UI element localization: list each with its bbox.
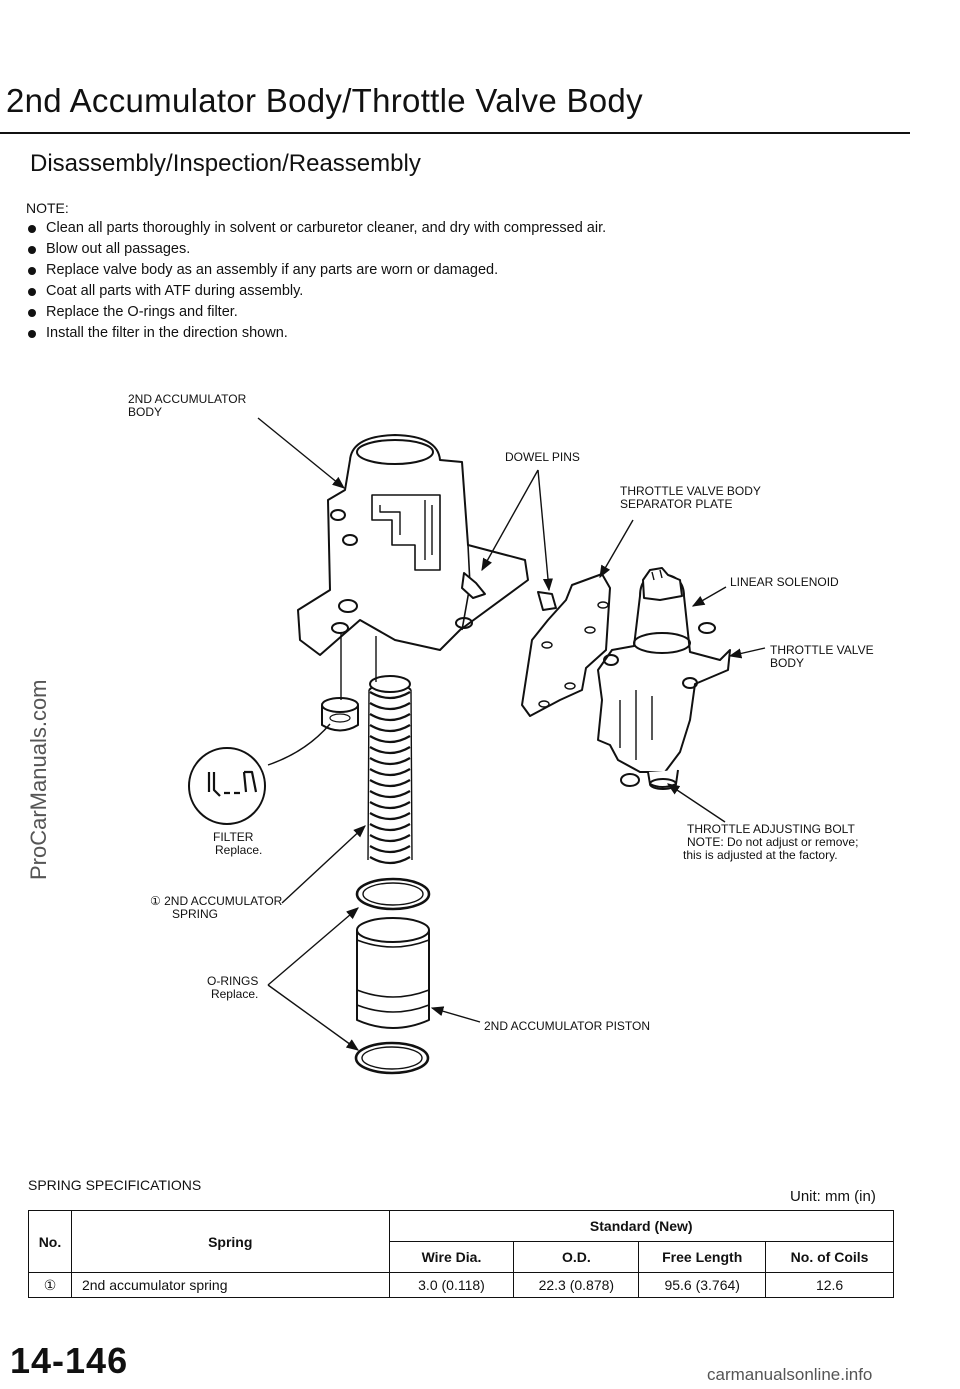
cell-wire-dia: 3.0 (0.118) — [388, 1272, 515, 1298]
footer-watermark: carmanualsonline.info — [707, 1365, 873, 1384]
note-heading: NOTE: — [26, 200, 69, 216]
cell-coils: 12.6 — [765, 1272, 894, 1298]
note-text: Coat all parts with ATF during assembly. — [46, 283, 304, 299]
label-orings: O-RINGS Replace. — [207, 974, 259, 1001]
note-item: Replace the O-rings and filter. — [26, 302, 606, 323]
filter-detail-circle — [188, 747, 266, 825]
col-header-coils: No. of Coils — [765, 1241, 894, 1273]
cell-free-length: 95.6 (3.764) — [638, 1272, 767, 1298]
specs-title: SPRING SPECIFICATIONS — [28, 1177, 202, 1193]
bullet-icon — [28, 246, 36, 254]
col-header-wire-dia: Wire Dia. — [388, 1241, 515, 1273]
label-throttle-valve-body: THROTTLE VALVE BODY — [770, 643, 874, 670]
col-header-standard: Standard (New) — [388, 1210, 895, 1242]
label-accumulator-body: 2ND ACCUMULATOR BODY — [128, 392, 247, 419]
title-rule — [0, 132, 910, 134]
accumulator-body-part — [297, 434, 529, 656]
cell-od: 22.3 (0.878) — [513, 1272, 640, 1298]
separator-plate-holes — [538, 601, 609, 708]
note-text: Replace valve body as an assembly if any… — [46, 262, 499, 278]
label-linear-solenoid: LINEAR SOLENOID — [730, 575, 839, 589]
note-text: Install the filter in the direction show… — [46, 325, 288, 341]
note-item: Clean all parts thoroughly in solvent or… — [26, 218, 606, 239]
col-header-free-length: Free Length — [638, 1241, 767, 1273]
col-header-no: No. — [28, 1210, 72, 1273]
dowel-pin-part — [461, 572, 557, 611]
label-separator-plate: THROTTLE VALVE BODY SEPARATOR PLATE — [620, 484, 761, 511]
filter-detail-shape — [207, 770, 258, 797]
throttle-valve-body-part — [597, 567, 731, 790]
label-accumulator-piston: 2ND ACCUMULATOR PISTON — [484, 1019, 651, 1033]
spring-spec-table: No. Spring Standard (New) Wire Dia. O.D.… — [28, 1210, 895, 1298]
separator-plate-part — [521, 573, 611, 717]
cell-no: ① — [28, 1272, 72, 1298]
note-item: Install the filter in the direction show… — [26, 323, 606, 344]
bullet-icon — [28, 309, 36, 317]
lower-oring-part — [354, 1041, 430, 1075]
note-item: Replace valve body as an assembly if any… — [26, 260, 606, 281]
bullet-icon — [28, 330, 36, 338]
label-dowel-pins: DOWEL PINS — [505, 450, 580, 464]
col-header-spring: Spring — [70, 1210, 390, 1273]
bullet-icon — [28, 225, 36, 233]
note-item: Blow out all passages. — [26, 239, 606, 260]
bullet-icon — [28, 267, 36, 275]
note-text: Clean all parts thoroughly in solvent or… — [46, 220, 607, 236]
col-header-od: O.D. — [513, 1241, 640, 1273]
note-list: Clean all parts thoroughly in solvent or… — [26, 218, 606, 344]
page-title: 2nd Accumulator Body/Throttle Valve Body — [6, 82, 643, 119]
table-row: ① 2nd accumulator spring 3.0 (0.118) 22.… — [28, 1272, 894, 1298]
label-accumulator-spring: ① 2ND ACCUMULATOR SPRING — [150, 894, 283, 921]
note-item: Coat all parts with ATF during assembly. — [26, 281, 606, 302]
filter-part — [321, 697, 359, 732]
upper-oring-part — [355, 877, 431, 911]
label-filter: FILTER Replace. — [213, 830, 263, 857]
page-number: 14-146 — [10, 1340, 129, 1381]
accumulator-piston-part — [356, 917, 430, 1029]
label-throttle-adjusting-bolt: THROTTLE ADJUSTING BOLT NOTE: Do not adj… — [683, 822, 859, 862]
accumulator-spring-part — [367, 675, 413, 865]
note-text: Blow out all passages. — [46, 241, 191, 257]
leader-lines — [257, 417, 766, 1051]
specs-unit: Unit: mm (in) — [790, 1188, 876, 1205]
note-text: Replace the O-rings and filter. — [46, 304, 238, 320]
cell-spring: 2nd accumulator spring — [70, 1272, 390, 1298]
exploded-view-diagram — [188, 417, 766, 1075]
section-subtitle: Disassembly/Inspection/Reassembly — [30, 150, 421, 177]
bullet-icon — [28, 288, 36, 296]
